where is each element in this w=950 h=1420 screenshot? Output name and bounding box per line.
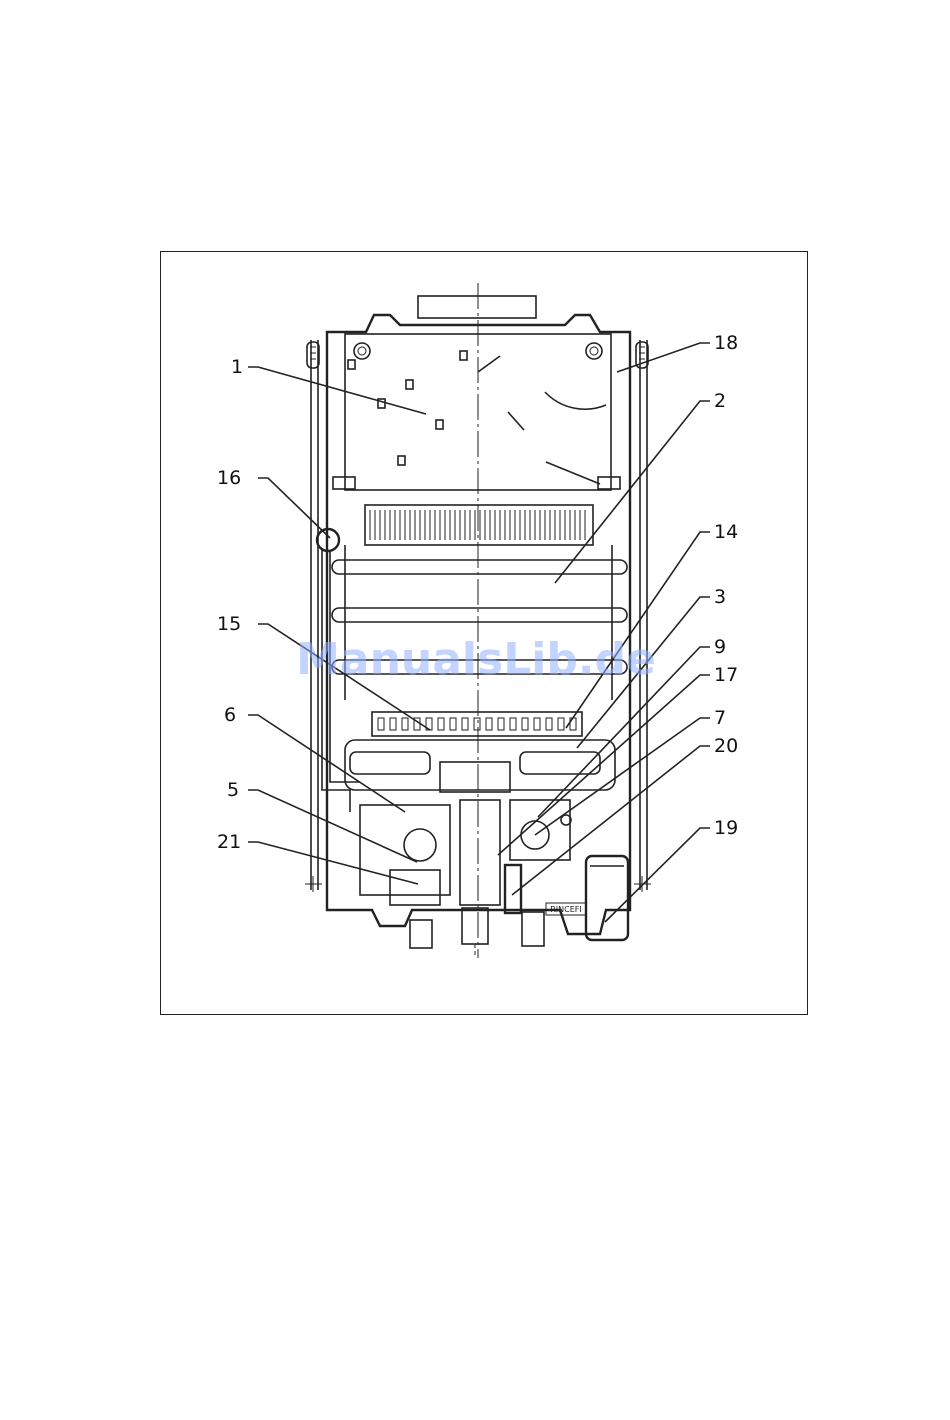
label-9: 9 [714,636,726,658]
burner-tooth [450,718,456,730]
battery-box [586,856,628,940]
gas-water-valve [360,800,571,913]
bottom-connections [410,908,544,958]
label-6: 6 [224,704,236,726]
burner-tooth [522,718,528,730]
burner-tooth [474,718,480,730]
burner-tooth [546,718,552,730]
flue-outlet [418,296,536,318]
label-2: 2 [714,390,726,412]
burner-tooth [558,718,564,730]
label-14: 14 [714,521,738,543]
burner [345,712,615,792]
label-21: 21 [217,831,241,853]
burner-tooth [486,718,492,730]
plate-text: RINCEFI [550,905,582,914]
label-20: 20 [714,735,738,757]
label-7: 7 [714,707,726,729]
watermark: ManualsLib.de [296,634,656,685]
burner-tooth [510,718,516,730]
label-16: 16 [217,467,241,489]
burner-tooth [498,718,504,730]
label-17: 17 [714,664,738,686]
label-18: 18 [714,332,738,354]
label-19: 19 [714,817,738,839]
burner-tooth [534,718,540,730]
label-3: 3 [714,586,726,608]
burner-tooth [402,718,408,730]
label-15: 15 [217,613,241,635]
burner-tooth [378,718,384,730]
label-5: 5 [227,779,239,801]
burner-tooth [462,718,468,730]
label-1: 1 [231,356,243,378]
burner-tooth [390,718,396,730]
burner-tooth [438,718,444,730]
